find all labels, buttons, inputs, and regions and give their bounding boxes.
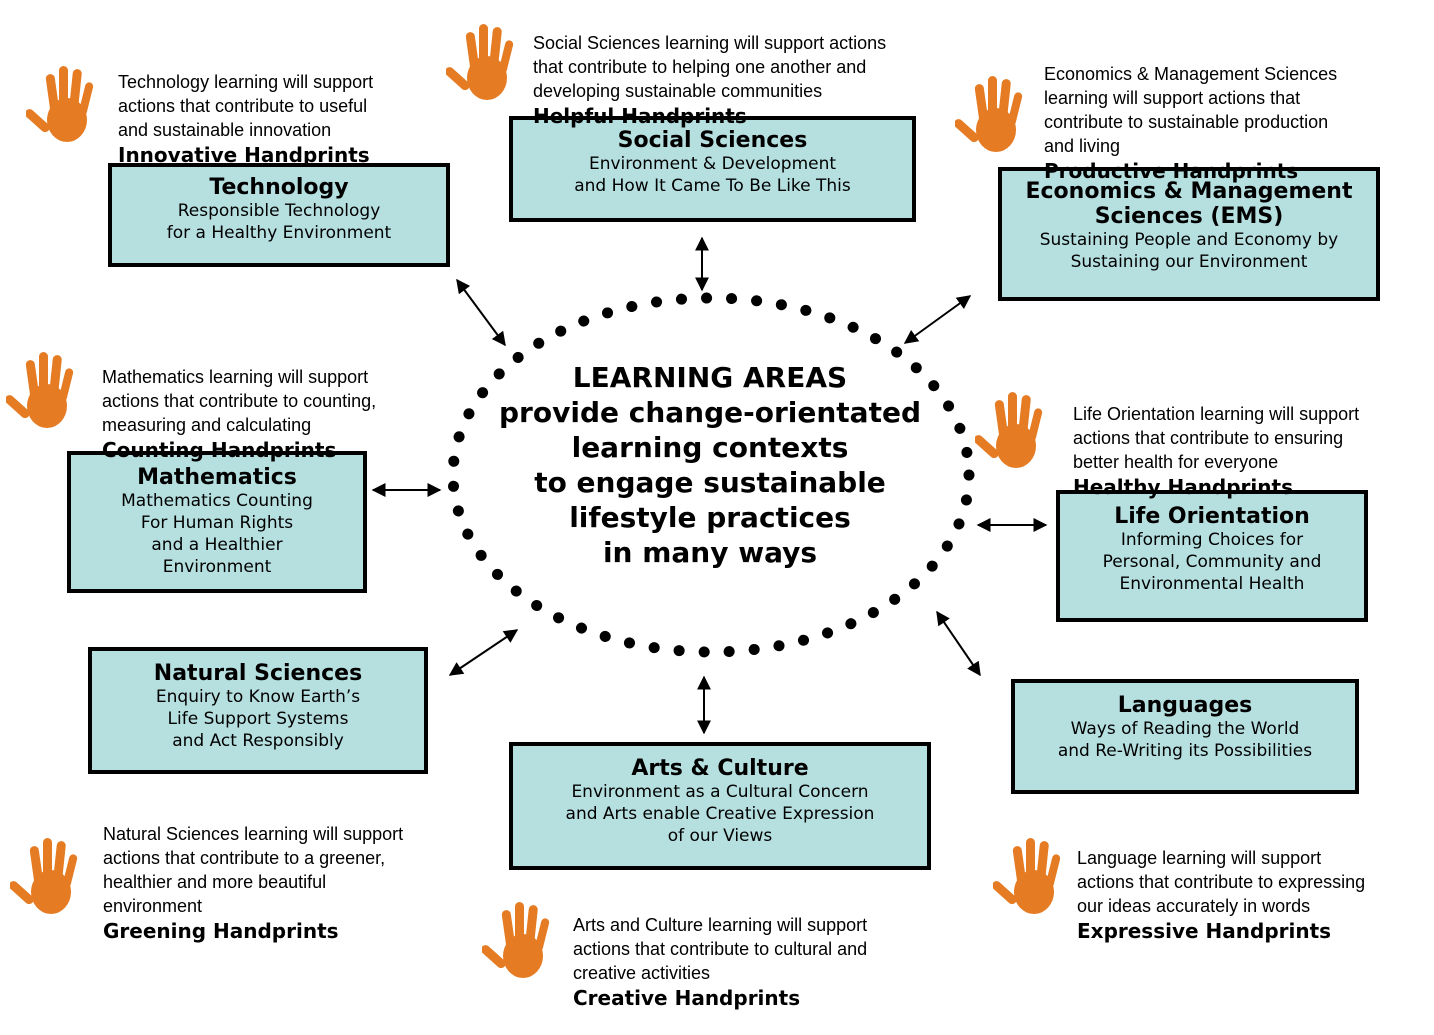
note-text: Economics & Management Sciences learning… [1044, 64, 1338, 156]
hand-icon [993, 838, 1061, 914]
center-line: in many ways [602, 536, 818, 569]
learning-areas-center-text: LEARNING AREAS provide change-orientated… [480, 360, 940, 570]
box-title: Economics & Management Sciences (EMS) [1025, 179, 1353, 229]
natural-sciences-box: Natural Sciences Enquiry to Know Earth’s… [88, 647, 428, 774]
box-subtitle: Ways of Reading the World and Re-Writing… [1057, 719, 1313, 761]
diagram-canvas [371, 236, 1048, 735]
arrow-technology [456, 278, 506, 347]
handprint-label: Healthy Handprints [1073, 475, 1293, 499]
note-text: Technology learning will support actions… [118, 72, 374, 140]
center-line: provide change-orientated [499, 396, 921, 429]
learning-areas-ellipse [447, 292, 975, 658]
note-text: Life Orientation learning will support a… [1073, 404, 1360, 472]
note-text: Social Sciences learning will support ac… [533, 33, 887, 101]
note-text: Arts and Culture learning will support a… [573, 915, 868, 983]
box-title: Natural Sciences [153, 661, 363, 686]
note-text: Natural Sciences learning will support a… [103, 824, 404, 916]
arts-culture-note: Arts and Culture learning will support a… [573, 889, 867, 1035]
technology-note: Technology learning will support actions… [118, 46, 373, 192]
languages-note: Language learning will support actions t… [1077, 822, 1365, 968]
hand-icon [26, 66, 94, 142]
ems-box: Economics & Management Sciences (EMS) Su… [998, 167, 1380, 301]
box-subtitle: Environment & Development and How It Cam… [574, 154, 851, 196]
handprint-label: Greening Handprints [103, 919, 339, 943]
hand-icon [482, 902, 550, 978]
languages-box: Languages Ways of Reading the World and … [1011, 679, 1359, 794]
social-sciences-box: Social Sciences Environment & Developmen… [509, 116, 916, 222]
center-line: lifestyle practices [569, 501, 851, 534]
box-title: Technology [209, 175, 349, 200]
center-line: learning contexts [571, 431, 849, 464]
handprint-label: Counting Handprints [102, 438, 337, 462]
handprint-label: Expressive Handprints [1077, 919, 1332, 943]
box-title: Mathematics [137, 465, 297, 490]
arts-culture-box: Arts & Culture Environment as a Cultural… [509, 742, 931, 870]
box-title: Languages [1117, 693, 1253, 718]
center-heading: LEARNING AREAS [572, 361, 848, 394]
box-subtitle: Mathematics Counting For Human Rights an… [121, 491, 313, 577]
box-subtitle: Sustaining People and Economy by Sustain… [1039, 230, 1339, 272]
natural-sciences-note: Natural Sciences learning will support a… [103, 798, 403, 968]
mathematics-box: Mathematics Mathematics Counting For Hum… [67, 451, 367, 593]
box-subtitle: Enquiry to Know Earth’s Life Support Sys… [155, 687, 361, 751]
box-title: Life Orientation [1114, 504, 1310, 529]
ems-note: Economics & Management Sciences learning… [1044, 38, 1337, 208]
box-title: Social Sciences [617, 128, 808, 153]
arrow-natural-sciences [448, 629, 519, 676]
handprint-label: Helpful Handprints [533, 104, 747, 128]
box-subtitle: Informing Choices for Personal, Communit… [1102, 530, 1322, 594]
handprint-label: Productive Handprints [1044, 159, 1299, 183]
note-text: Mathematics learning will support action… [102, 367, 377, 435]
mathematics-note: Mathematics learning will support action… [102, 341, 376, 487]
hand-icon [6, 352, 74, 428]
center-line: to engage sustainable [534, 466, 886, 499]
hand-icon [10, 838, 78, 914]
life-orientation-box: Life Orientation Informing Choices for P… [1056, 490, 1368, 622]
note-text: Language learning will support actions t… [1077, 848, 1366, 916]
life-orientation-note: Life Orientation learning will support a… [1073, 378, 1359, 524]
arrow-ems [903, 295, 972, 344]
box-subtitle: Environment as a Cultural Concern and Ar… [565, 782, 875, 846]
hand-icon [975, 392, 1043, 468]
hand-icon [446, 24, 514, 100]
box-subtitle: Responsible Technology for a Healthy Env… [166, 201, 392, 243]
handprint-label: Innovative Handprints [118, 143, 370, 167]
social-sciences-note: Social Sciences learning will support ac… [533, 7, 886, 153]
arrow-languages [936, 610, 981, 677]
handprint-label: Creative Handprints [573, 986, 801, 1010]
box-title: Arts & Culture [631, 756, 809, 781]
hand-icon [955, 76, 1023, 152]
technology-box: Technology Responsible Technology for a … [108, 163, 450, 267]
